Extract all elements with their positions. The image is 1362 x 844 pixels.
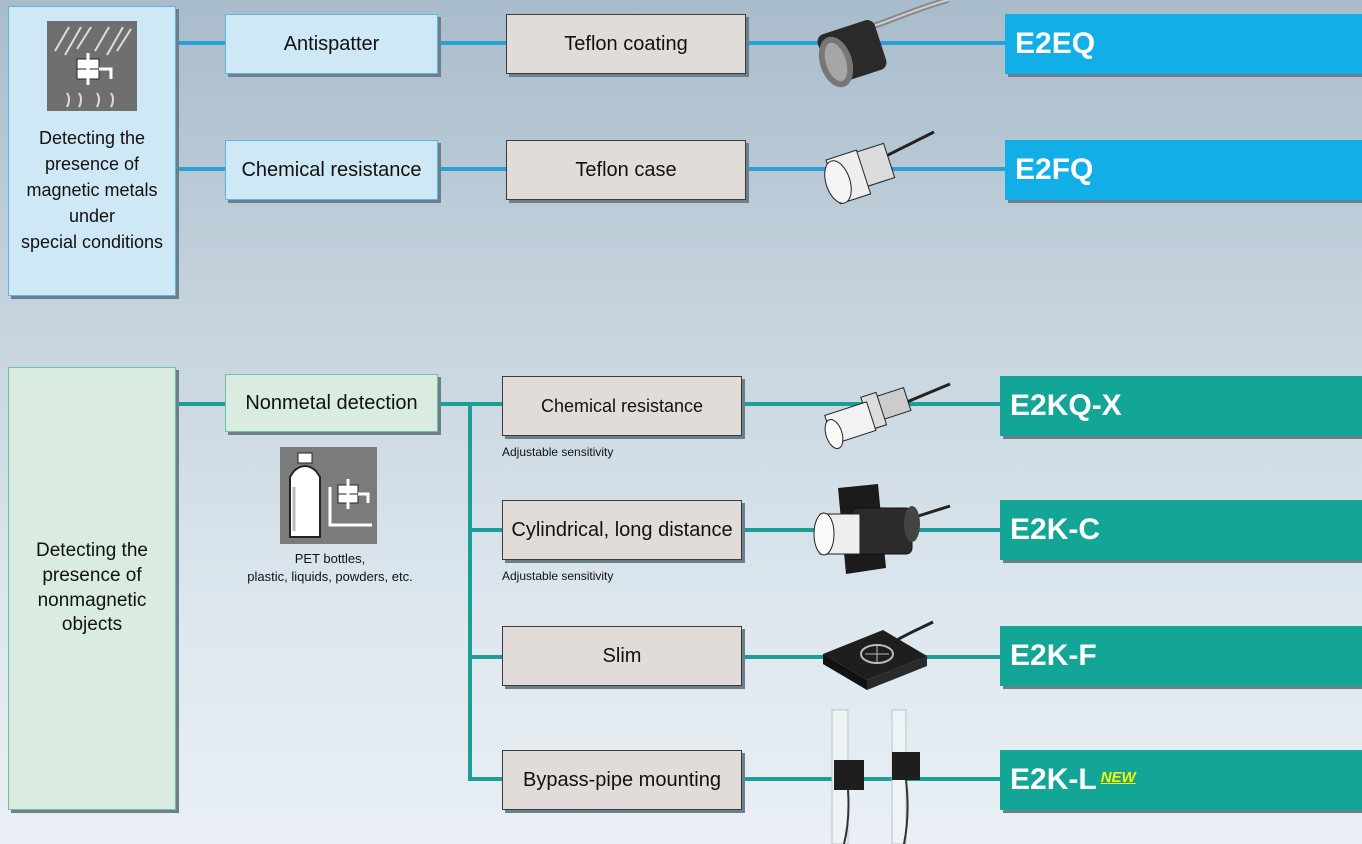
hex-body-sensor-icon [824, 130, 935, 205]
feature-box: Antispatter [225, 14, 438, 74]
connector [468, 655, 505, 659]
sensor-under-conditions-icon [47, 21, 137, 111]
connector [740, 777, 1005, 781]
connector [468, 777, 505, 781]
bypass-pipe-sensor-icon [831, 709, 920, 844]
method-box: Cylindrical, long distance [502, 500, 742, 560]
method-box: Slim [502, 626, 742, 686]
group-nonmagnetic-objects: Detecting the presence of nonmagnetic ob… [8, 367, 176, 810]
method-note: Adjustable sensitivity [502, 445, 614, 459]
group-magnetic-metals: Detecting the presence of magnetic metal… [8, 6, 176, 296]
connector [468, 528, 505, 532]
bracket-mounted-sensor-icon [813, 484, 951, 574]
nonmetal-caption: PET bottles, plastic, liquids, powders, … [247, 551, 413, 584]
model-E2K-L[interactable]: E2K-L NEW [1000, 750, 1362, 810]
threaded-cylindrical-sensor-icon [817, 0, 949, 88]
method-box: Bypass-pipe mounting [502, 750, 742, 810]
method-box: Teflon coating [506, 14, 746, 74]
model-E2KQ-X[interactable]: E2KQ-X [1000, 376, 1362, 436]
connector [468, 402, 472, 780]
group-label: Detecting the presence of nonmagnetic ob… [36, 540, 148, 636]
flat-slim-sensor-icon [823, 620, 934, 690]
model-E2EQ[interactable]: E2EQ [1005, 14, 1362, 74]
pet-bottle-sensor-icon [280, 447, 377, 544]
feature-box: Nonmetal detection [225, 374, 438, 432]
group-label: Detecting the presence of magnetic metal… [20, 128, 164, 253]
threaded-probe-sensor-icon [824, 382, 951, 449]
model-E2K-C[interactable]: E2K-C [1000, 500, 1362, 560]
method-box: Chemical resistance [502, 376, 742, 436]
new-badge: NEW [1100, 768, 1136, 786]
method-box: Teflon case [506, 140, 746, 200]
model-E2FQ[interactable]: E2FQ [1005, 140, 1362, 200]
feature-box: Chemical resistance [225, 140, 438, 200]
method-note: Adjustable sensitivity [502, 569, 614, 583]
model-E2K-F[interactable]: E2K-F [1000, 626, 1362, 686]
